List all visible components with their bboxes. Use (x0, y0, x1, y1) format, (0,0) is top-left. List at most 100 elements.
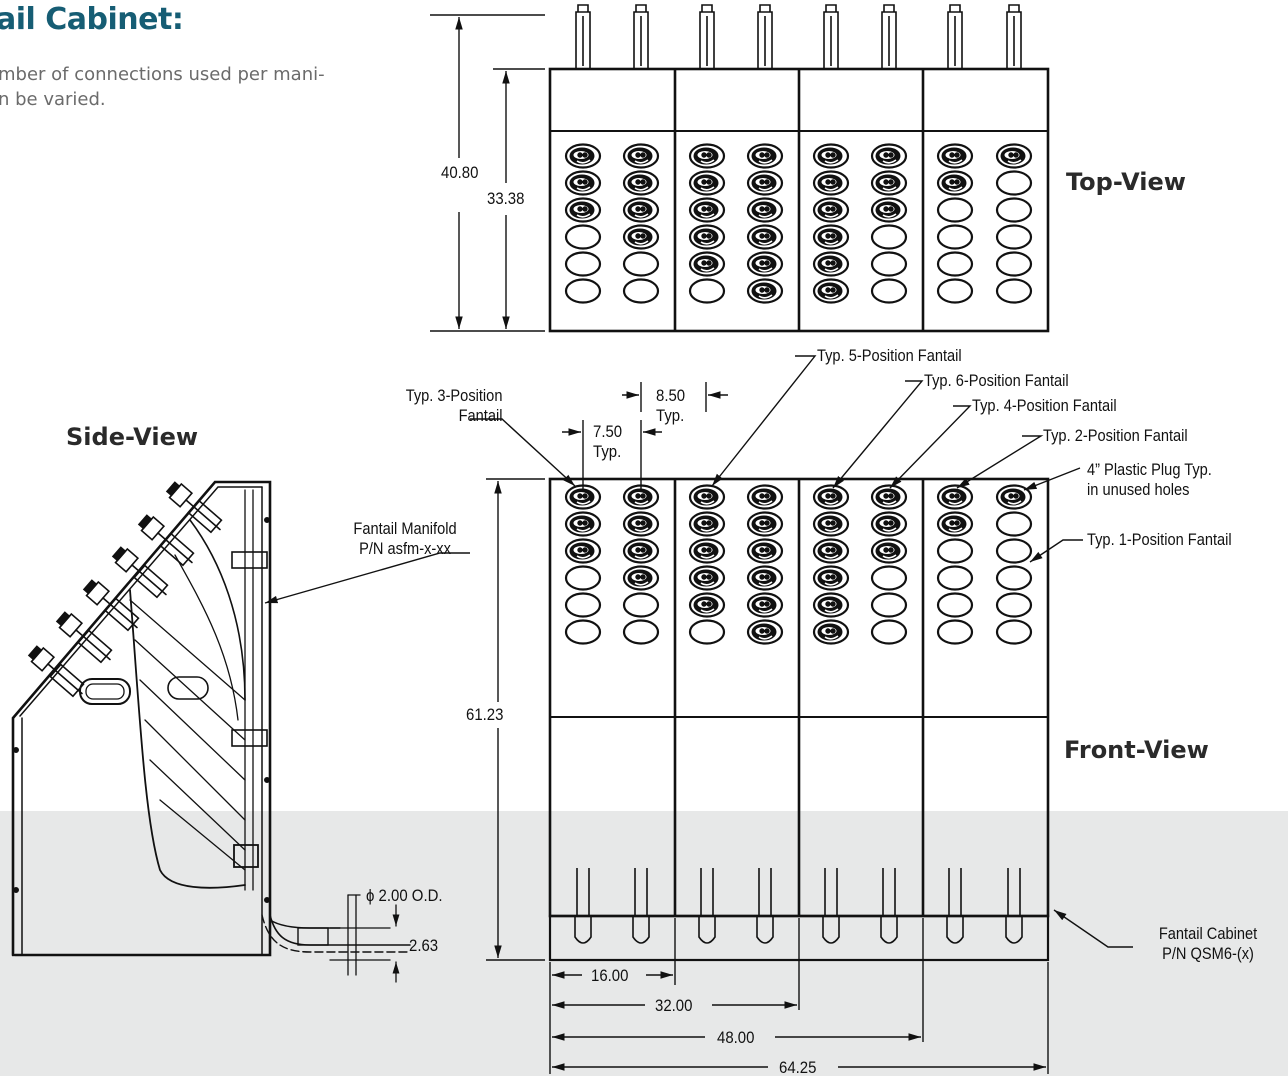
top-view-fantail-hole (688, 170, 726, 196)
front-view-fantail-hole (746, 619, 784, 645)
callout-4-position: Typ. 4-Position Fantail (972, 396, 1117, 415)
top-view-plugged-hole (936, 224, 974, 250)
page-title: ail Cabinet: (0, 2, 184, 37)
dim-pitch-x-typ: Typ. (593, 442, 622, 461)
front-view-plugged-hole (936, 565, 974, 591)
top-view-fantail-hole (746, 197, 784, 223)
top-view-fantail-hole (936, 143, 974, 169)
top-view-plugged-hole (870, 278, 908, 304)
background-band (0, 811, 1288, 1076)
top-view-plugged-hole (870, 224, 908, 250)
top-view-pipe (947, 4, 963, 69)
callout-3-position-line-1: Typ. 3-Position (405, 386, 502, 405)
front-view-fantail-hole (812, 484, 850, 510)
dim-pitch-y-value: 8.50 (656, 386, 686, 405)
top-view-fantail-hole (812, 143, 850, 169)
top-view-fantail-hole (812, 197, 850, 223)
side-view-label: Side-View (66, 423, 199, 451)
front-view-pipe (632, 917, 650, 944)
top-view-plugged-hole (995, 251, 1033, 277)
front-view-pipe (880, 917, 898, 944)
top-view-fantail-hole (622, 143, 660, 169)
top-view-fantail-hole (564, 143, 602, 169)
top-view-fantail-hole (688, 251, 726, 277)
front-view-plugged-hole (995, 619, 1033, 645)
dim-width-32: 32.00 (655, 996, 693, 1015)
intro-text: mber of connections used per mani- n be … (0, 62, 378, 112)
side-view-fitting (165, 481, 223, 534)
dim-top-body: 33.38 (487, 189, 525, 208)
front-view-fantail-hole (870, 511, 908, 537)
top-view-plugged-hole (564, 278, 602, 304)
front-view-fantail-hole (746, 484, 784, 510)
top-view-fantail-hole (812, 251, 850, 277)
top-view-fantail-hole (812, 224, 850, 250)
dim-top-overall: 40.80 (441, 163, 479, 182)
callout-fantail-cabinet-line-2: P/N QSM6-(x) (1162, 944, 1254, 963)
front-view-pipes (574, 868, 1023, 944)
front-view-fantail-hole (622, 511, 660, 537)
dim-pitch-y: 8.50 Typ. (656, 386, 685, 426)
front-view-plugged-hole (564, 592, 602, 618)
front-view-fantail-hole (688, 484, 726, 510)
top-view-pipes (575, 4, 1022, 69)
front-view-fantail-hole (746, 565, 784, 591)
callout-5-position: Typ. 5-Position Fantail (817, 346, 962, 365)
top-view-plugged-hole (995, 224, 1033, 250)
callout-plastic-plug: 4” Plastic Plug Typ. in unused holes (1087, 460, 1212, 500)
front-view-plugged-hole (564, 619, 602, 645)
front-view-plugged-hole (870, 619, 908, 645)
front-view-plugged-hole (622, 592, 660, 618)
front-view-fantail-hole (688, 511, 726, 537)
top-view-fantail-hole (746, 143, 784, 169)
top-view (430, 4, 1050, 333)
top-view-fantail-hole (688, 224, 726, 250)
front-view-pipe (1005, 917, 1023, 944)
intro-line-1: mber of connections used per mani- (0, 64, 325, 85)
top-view-fantail-hole (622, 170, 660, 196)
front-view-fantail-hole (870, 484, 908, 510)
top-view-fantail-hole (870, 143, 908, 169)
front-view-plugged-hole (622, 619, 660, 645)
front-view-fantail-hole (812, 565, 850, 591)
top-view-fantail-hole (870, 197, 908, 223)
top-view-fantail-hole (688, 197, 726, 223)
top-dim-lines (430, 14, 545, 332)
callout-fantail-cabinet: Fantail Cabinet P/N QSM6-(x) (1144, 924, 1273, 964)
front-view-pipe (574, 917, 592, 944)
dim-pipe-od: ϕ 2.00 O.D. (366, 886, 443, 905)
top-view-fantail-hole (936, 170, 974, 196)
callout-plastic-plug-line-2: in unused holes (1087, 480, 1190, 499)
front-view-fantail-hole (746, 592, 784, 618)
top-view-plugged-hole (564, 251, 602, 277)
callout-3-position: Typ. 3-Position Fantail (405, 386, 502, 426)
front-view-plugged-hole (870, 565, 908, 591)
front-view-label: Front-View (1064, 736, 1209, 764)
dim-pitch-y-typ: Typ. (656, 406, 685, 425)
front-view-fantail-hole (812, 619, 850, 645)
front-view-fantail-hole (812, 592, 850, 618)
dim-width-48: 48.00 (717, 1028, 755, 1047)
top-view-plugged-hole (564, 224, 602, 250)
top-view-plugged-hole (688, 278, 726, 304)
top-view-plugged-hole (995, 278, 1033, 304)
front-view-plugged-hole (995, 565, 1033, 591)
front-view-plugged-hole (688, 619, 726, 645)
front-view-pipe (756, 917, 774, 944)
front-view-fantail-hole (870, 538, 908, 564)
front-view-fantail-hole (746, 538, 784, 564)
front-view-fantail-hole (688, 565, 726, 591)
top-view-plugged-hole (995, 170, 1033, 196)
side-view-fitting (111, 546, 169, 599)
top-view-fantail-hole (746, 278, 784, 304)
top-view-plugged-hole (936, 278, 974, 304)
callout-3-position-line-2: Fantail (458, 406, 502, 425)
front-view-pipe (946, 917, 964, 944)
side-view-fitting (137, 514, 195, 567)
top-view-pipe (633, 4, 649, 69)
top-view-fantail-hole (622, 224, 660, 250)
callout-fantail-manifold-line-1: Fantail Manifold (353, 519, 457, 538)
front-view-plugged-hole (995, 538, 1033, 564)
callout-6-position: Typ. 6-Position Fantail (924, 371, 1069, 390)
front-width-dims (549, 918, 1049, 1074)
